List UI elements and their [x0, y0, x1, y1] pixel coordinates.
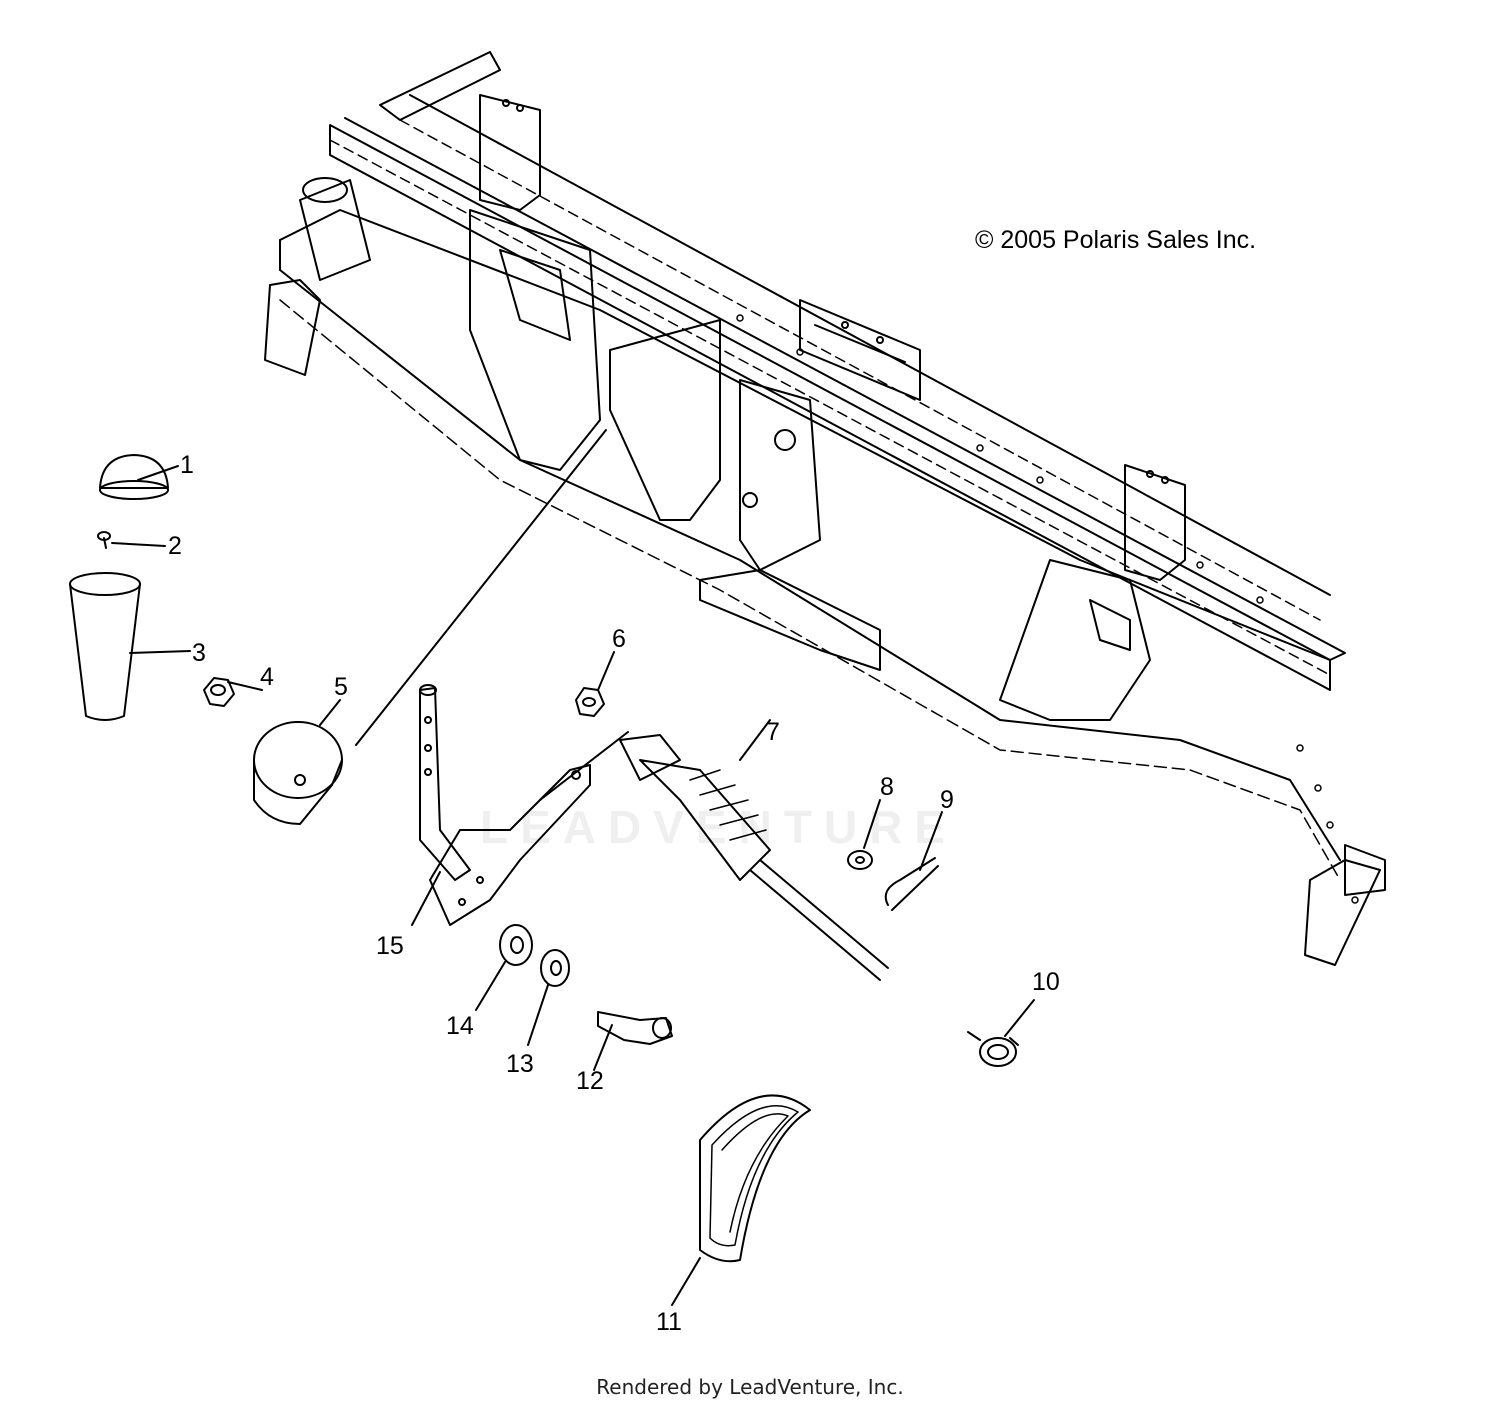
callout-10: 10 — [1032, 968, 1060, 996]
part-12-bolt — [593, 1011, 673, 1071]
callout-11: 11 — [656, 1308, 682, 1336]
part-8-washer — [847, 799, 881, 870]
part-14-washer — [475, 924, 533, 1011]
callout-6: 6 — [612, 625, 626, 653]
part-13-washer — [527, 949, 570, 1046]
callout-8: 8 — [880, 773, 894, 801]
frame-assembly — [264, 51, 1386, 966]
callout-7: 7 — [766, 718, 780, 746]
part-7-cable — [619, 719, 889, 981]
part-15-pedal-arm — [411, 684, 629, 926]
part-2-screw — [97, 531, 166, 549]
callout-4: 4 — [260, 663, 274, 691]
copyright-text: © 2005 Polaris Sales Inc. — [975, 226, 1257, 254]
leader-line — [355, 429, 607, 746]
callout-15: 15 — [376, 932, 404, 960]
part-9-pin — [884, 811, 943, 911]
callout-12: 12 — [576, 1067, 604, 1095]
callout-3: 3 — [192, 639, 206, 667]
callout-2: 2 — [168, 532, 182, 560]
part-6-nut — [575, 651, 615, 717]
callout-13: 13 — [506, 1050, 534, 1078]
footer-credit: Rendered by LeadVenture, Inc. — [596, 1375, 904, 1399]
callout-1: 1 — [180, 451, 194, 479]
part-4-nut — [203, 677, 263, 707]
watermark: LEADVENTURE — [480, 801, 958, 853]
part-3-knob — [69, 572, 191, 721]
callout-14: 14 — [446, 1012, 474, 1040]
callout-9: 9 — [940, 786, 954, 814]
callout-5: 5 — [334, 673, 348, 701]
part-5-block — [253, 699, 343, 825]
part-10-clamp — [967, 999, 1035, 1067]
part-11-pad — [671, 1094, 811, 1306]
part-1-cap — [99, 454, 179, 500]
